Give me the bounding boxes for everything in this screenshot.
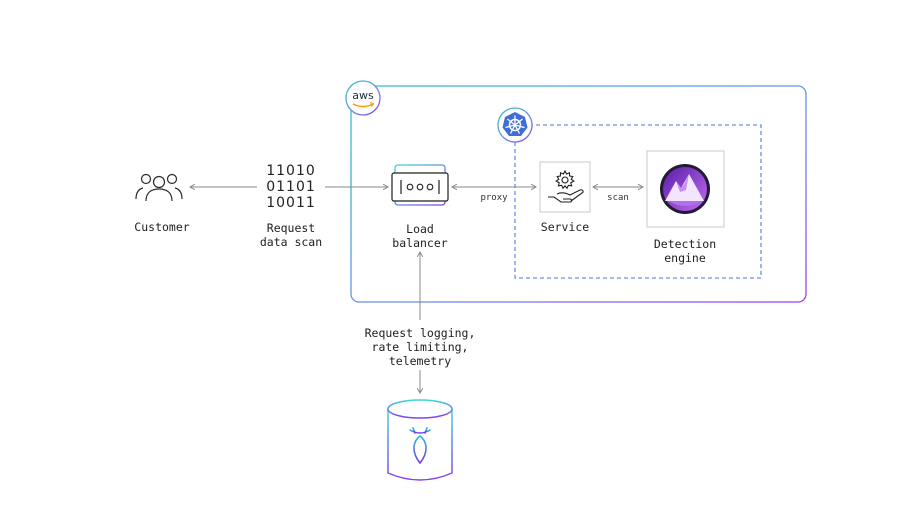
customer-label: Customer <box>134 220 190 234</box>
service-label: Service <box>540 220 590 234</box>
proxy-label: proxy <box>480 193 508 203</box>
aws-logo-text: aws <box>352 89 374 102</box>
load-balancer-label: Load balancer <box>392 222 448 250</box>
users-icon <box>135 173 183 202</box>
request-data-scan-label: Request data scan <box>259 221 323 249</box>
aws-logo-icon: aws <box>345 80 381 116</box>
mountain-logo-icon <box>646 150 725 228</box>
cicada-logo-icon <box>409 427 431 465</box>
detection-engine-label: Detection engine <box>653 237 717 265</box>
logging-label: Request logging, rate limiting, telemetr… <box>364 326 476 368</box>
binary-line-1: 11010 <box>266 163 316 179</box>
kubernetes-icon <box>497 107 533 143</box>
scan-label: scan <box>607 193 629 203</box>
binary-line-3: 10011 <box>266 195 316 211</box>
binary-line-2: 01101 <box>266 179 316 195</box>
gear-hand-icon <box>539 161 591 213</box>
kubernetes-boundary <box>514 124 762 279</box>
load-balancer-icon <box>391 164 449 206</box>
aws-boundary <box>350 85 807 303</box>
